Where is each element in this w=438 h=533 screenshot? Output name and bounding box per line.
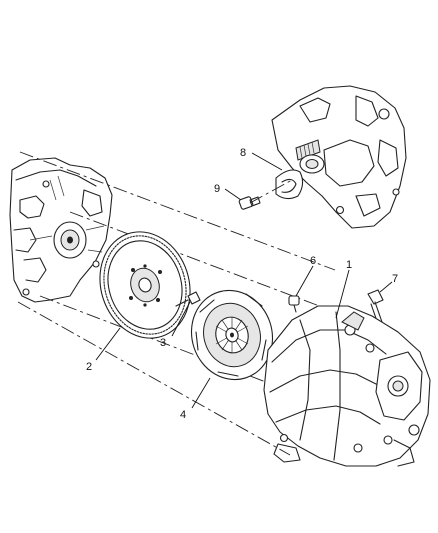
- callout-4: 4: [180, 409, 186, 421]
- callout-6: 6: [310, 255, 316, 267]
- callout-1: 1: [346, 259, 352, 271]
- callout-7: 7: [392, 273, 398, 285]
- callout-2: 2: [86, 361, 92, 373]
- part-6-bolt: [288, 295, 300, 313]
- callout-3: 3: [160, 337, 166, 349]
- part-8-bearing: [275, 169, 304, 200]
- part-3-bolt: [175, 291, 201, 307]
- transaxle-case-upper: [271, 85, 407, 229]
- alignment-lines: [17, 151, 336, 456]
- callout-8: 8: [240, 147, 246, 159]
- engine-block: [9, 157, 113, 303]
- part-2-flywheel: [99, 231, 191, 339]
- callout-9: 9: [214, 183, 220, 195]
- part-7-bolt: [367, 289, 384, 325]
- part-9-bolt: [238, 196, 261, 210]
- part-4-clutch-assembly: [190, 289, 274, 381]
- leader-lines: [95, 152, 393, 409]
- part-1-transaxle: [263, 305, 431, 467]
